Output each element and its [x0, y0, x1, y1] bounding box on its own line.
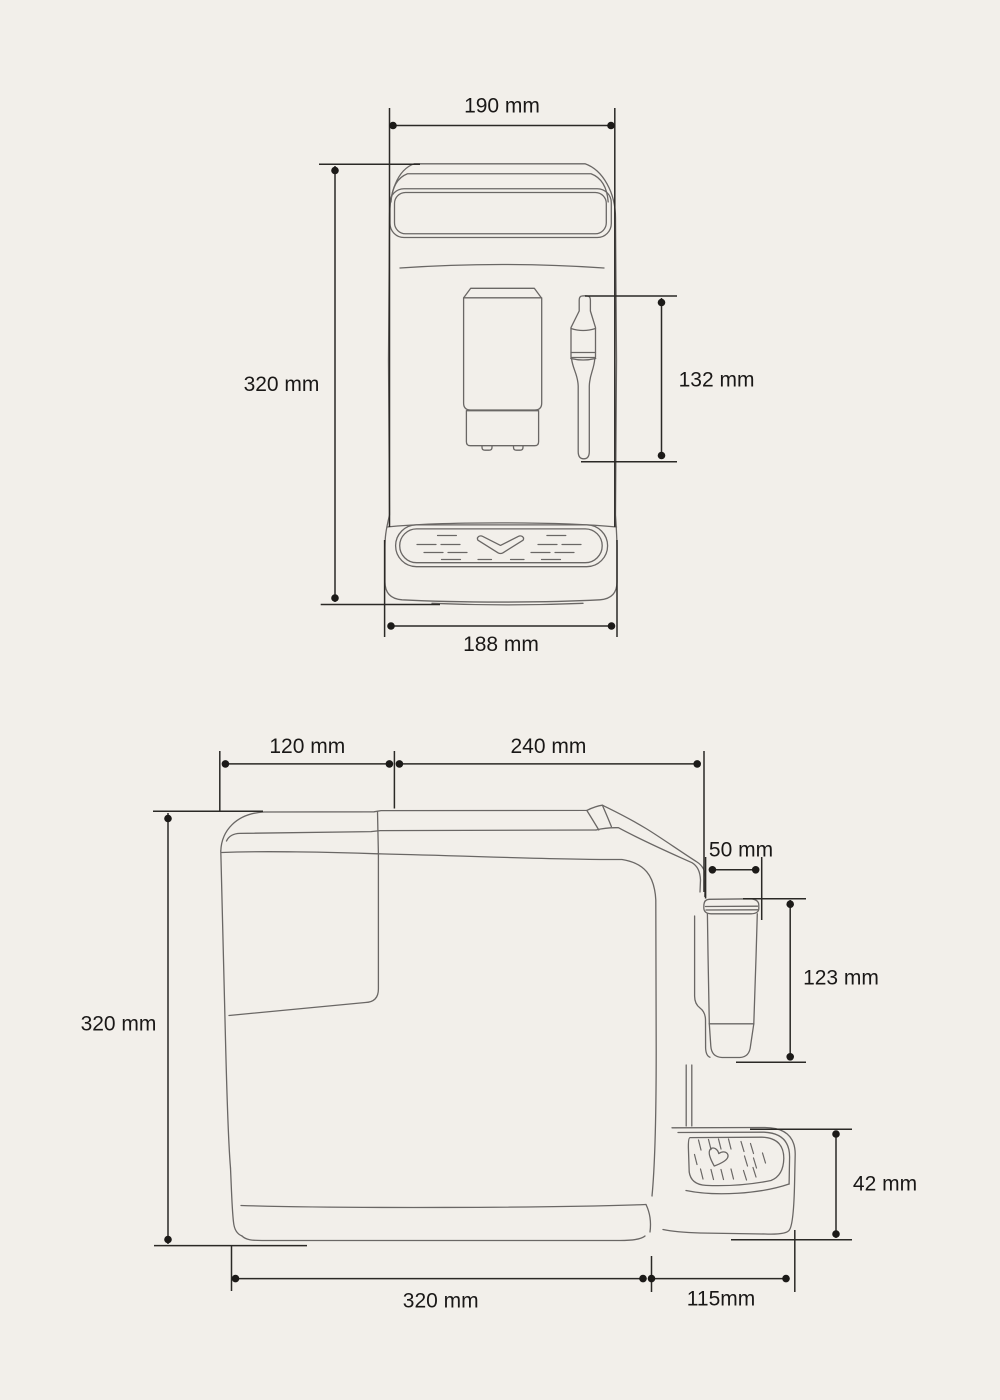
svg-text:115mm: 115mm	[687, 1288, 755, 1311]
svg-text:123 mm: 123 mm	[803, 967, 879, 990]
svg-text:190 mm: 190 mm	[464, 95, 540, 118]
svg-text:320 mm: 320 mm	[403, 1290, 479, 1313]
svg-text:320 mm: 320 mm	[81, 1013, 157, 1036]
svg-text:188 mm: 188 mm	[463, 633, 539, 656]
svg-text:120 mm: 120 mm	[269, 735, 345, 758]
svg-text:320 mm: 320 mm	[244, 373, 320, 396]
svg-text:50 mm: 50 mm	[709, 839, 773, 862]
svg-text:132 mm: 132 mm	[679, 369, 755, 392]
svg-text:42 mm: 42 mm	[853, 1173, 917, 1196]
svg-text:240 mm: 240 mm	[510, 735, 586, 758]
